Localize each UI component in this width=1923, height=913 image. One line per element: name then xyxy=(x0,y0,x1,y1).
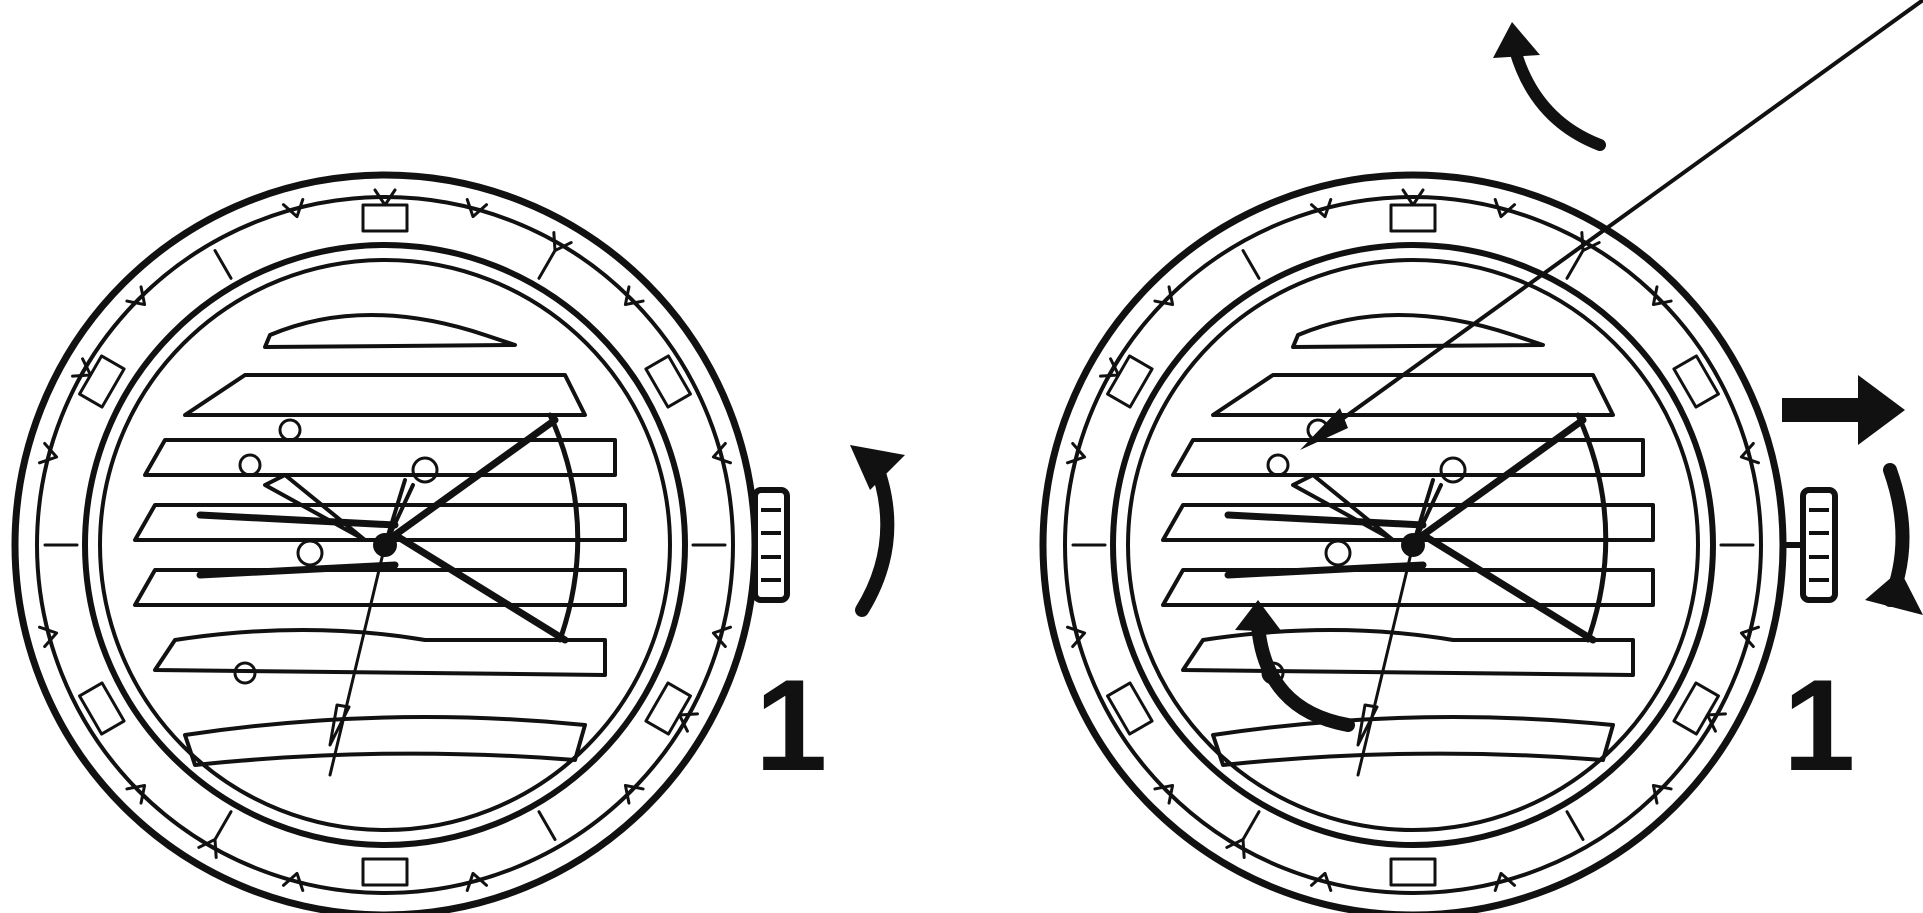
crown-left xyxy=(755,490,787,600)
leader-line xyxy=(1300,0,1923,450)
counterclockwise-arrow-icon xyxy=(1865,470,1923,615)
right-arrow-icon xyxy=(1782,375,1905,445)
watch-left xyxy=(15,175,787,913)
crown-position-label-left: 1 xyxy=(755,652,827,798)
top-rotation-arrow-icon xyxy=(1493,22,1600,145)
crown-position-label-right: 1 xyxy=(1783,652,1855,798)
watch-right xyxy=(1043,175,1835,913)
crown-right xyxy=(1783,490,1835,600)
clockwise-up-arrow-icon xyxy=(850,445,905,610)
hand-rotation-arrow-icon xyxy=(1235,600,1348,725)
